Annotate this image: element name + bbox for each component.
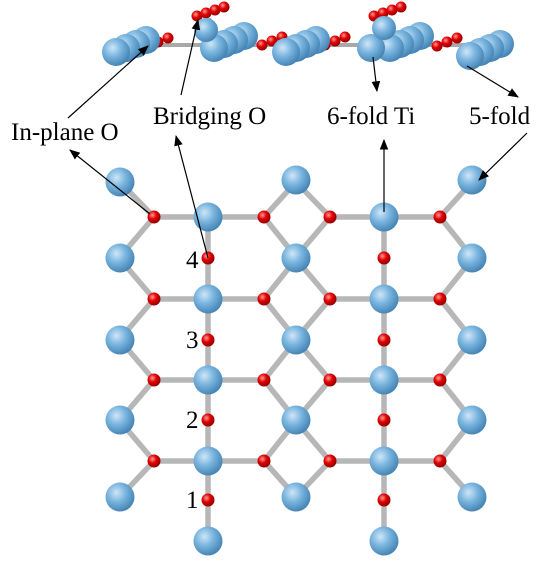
ti-atom: [281, 405, 311, 435]
ti-atom: [457, 325, 487, 355]
oxygen-atom: [323, 210, 337, 224]
side-oxygen-atom: [451, 32, 463, 44]
six-fold-ti-label: 6-fold Ti: [327, 103, 415, 130]
side-oxygen-atom: [395, 1, 407, 13]
site-number-1: 1: [186, 487, 199, 514]
side-oxygen-atom: [431, 40, 443, 52]
side-oxygen-atom: [200, 7, 212, 19]
ti-atom: [457, 165, 487, 195]
arrow-six-fold-ti-side: [371, 56, 381, 93]
ti-atom: [193, 446, 223, 476]
arrow-bridging-o-side: [180, 18, 201, 96]
ti-atom: [369, 284, 399, 314]
side-ti-atom: [372, 16, 396, 40]
ti-atom: [457, 405, 487, 435]
oxygen-atom: [433, 454, 447, 468]
side-oxygen-atom: [218, 1, 230, 13]
ti-atom: [457, 482, 487, 512]
arrow-in-plane-o-top: [69, 149, 151, 215]
ti-atom: [369, 446, 399, 476]
oxygen-atom: [377, 493, 391, 507]
ti-atom: [193, 526, 223, 556]
oxygen-atom: [201, 333, 215, 347]
ti-atom: [193, 284, 223, 314]
ti-atom: [105, 243, 135, 273]
oxygen-atom: [377, 333, 391, 347]
side-oxygen-atom: [209, 4, 221, 16]
side-ti-atom: [272, 38, 300, 66]
oxygen-atom: [323, 373, 337, 387]
oxygen-atom: [147, 454, 161, 468]
five-fold-label: 5-fold: [469, 103, 531, 130]
side-ti-atom: [102, 38, 130, 66]
in-plane-o-label: In-plane O: [11, 119, 119, 146]
arrow-five-fold-top: [478, 132, 528, 181]
side-oxygen-atom: [162, 32, 174, 44]
oxygen-atom: [201, 493, 215, 507]
oxygen-atom: [257, 454, 271, 468]
arrow-five-fold-side: [466, 65, 519, 98]
side-oxygen-atom: [441, 36, 453, 48]
side-ti-atom: [456, 42, 484, 70]
oxygen-atom: [147, 373, 161, 387]
side-oxygen-atom: [386, 4, 398, 16]
ti-atom: [281, 325, 311, 355]
ti-atom: [369, 365, 399, 395]
oxygen-atom: [433, 292, 447, 306]
atom-lattice: [105, 165, 487, 556]
side-oxygen-atom: [191, 10, 203, 22]
oxygen-atom: [377, 251, 391, 265]
oxygen-atom: [201, 413, 215, 427]
ti-atom: [105, 405, 135, 435]
ti-atom: [457, 243, 487, 273]
side-oxygen-atom: [377, 7, 389, 19]
site-number-3: 3: [186, 327, 199, 354]
side-oxygen-atom: [256, 39, 268, 51]
ti-atom: [281, 482, 311, 512]
oxygen-atom: [257, 373, 271, 387]
oxygen-atom: [433, 210, 447, 224]
oxygen-atom: [147, 292, 161, 306]
site-number-4: 4: [186, 247, 199, 274]
oxygen-atom: [433, 373, 447, 387]
ti-atom: [281, 165, 311, 195]
arrow-bridging-o-top: [174, 134, 209, 259]
ti-atom: [369, 526, 399, 556]
ti-atom: [369, 202, 399, 232]
ti-atom: [193, 202, 223, 232]
label-arrows: [67, 18, 528, 259]
side-ti-atom: [357, 34, 385, 62]
oxygen-atom: [257, 210, 271, 224]
oxygen-atom: [147, 210, 161, 224]
side-oxygen-atom: [339, 31, 351, 43]
oxygen-atom: [257, 292, 271, 306]
side-oxygen-atom: [329, 35, 341, 47]
bridging-o-label: Bridging O: [153, 103, 266, 130]
arrow-in-plane-o-side: [67, 45, 149, 119]
oxygen-atom: [323, 454, 337, 468]
oxygen-atom: [377, 413, 391, 427]
ti-atom: [105, 482, 135, 512]
side-view-slab: [102, 1, 514, 70]
ti-atom: [193, 365, 223, 395]
site-number-2: 2: [186, 407, 199, 434]
ti-atom: [281, 243, 311, 273]
ti-atom: [105, 167, 135, 197]
ti-atom: [105, 325, 135, 355]
oxygen-atom: [323, 292, 337, 306]
